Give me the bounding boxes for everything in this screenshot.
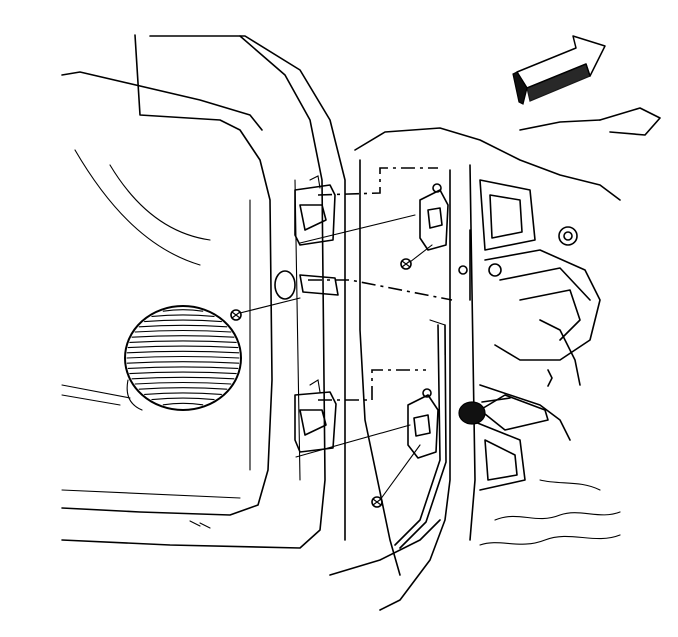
wire-harness	[394, 324, 571, 549]
bolt-icon	[371, 496, 383, 508]
grille-slat	[162, 402, 204, 406]
bolt-leader-lines	[239, 214, 433, 501]
door-frame	[329, 107, 661, 611]
body-hinge-lower	[294, 379, 337, 453]
body-side-panel	[61, 34, 346, 549]
floor-carpet-edge	[479, 479, 621, 546]
body-hinge-upper	[294, 175, 336, 246]
grille-slat	[138, 324, 228, 328]
grille-slat	[151, 314, 215, 317]
grille-slat	[162, 309, 204, 312]
grille-slat	[134, 329, 232, 333]
grille-slat	[144, 319, 222, 323]
grille-slat	[127, 366, 239, 369]
grille-slat	[126, 355, 240, 359]
bolt-icon	[230, 309, 242, 321]
alignment-lines	[308, 167, 453, 401]
speaker-grille-icon	[124, 305, 242, 411]
grille-slat	[151, 397, 215, 401]
grille-slat	[127, 345, 239, 349]
grille-slat	[131, 376, 235, 380]
grille-slat	[138, 387, 228, 390]
bolt-icon	[400, 258, 412, 270]
grille-slat	[126, 361, 240, 364]
grille-slat	[129, 371, 237, 375]
front-direction-arrow-icon	[512, 35, 606, 105]
door-check-strap	[274, 270, 339, 300]
door-hinge-lower	[407, 388, 439, 459]
grille-slat	[126, 350, 240, 354]
grille-slat	[134, 381, 232, 385]
door-hinge-upper	[419, 183, 449, 251]
grille-slat	[144, 392, 222, 395]
grille-slat	[129, 340, 237, 343]
grille-slat	[131, 335, 235, 338]
